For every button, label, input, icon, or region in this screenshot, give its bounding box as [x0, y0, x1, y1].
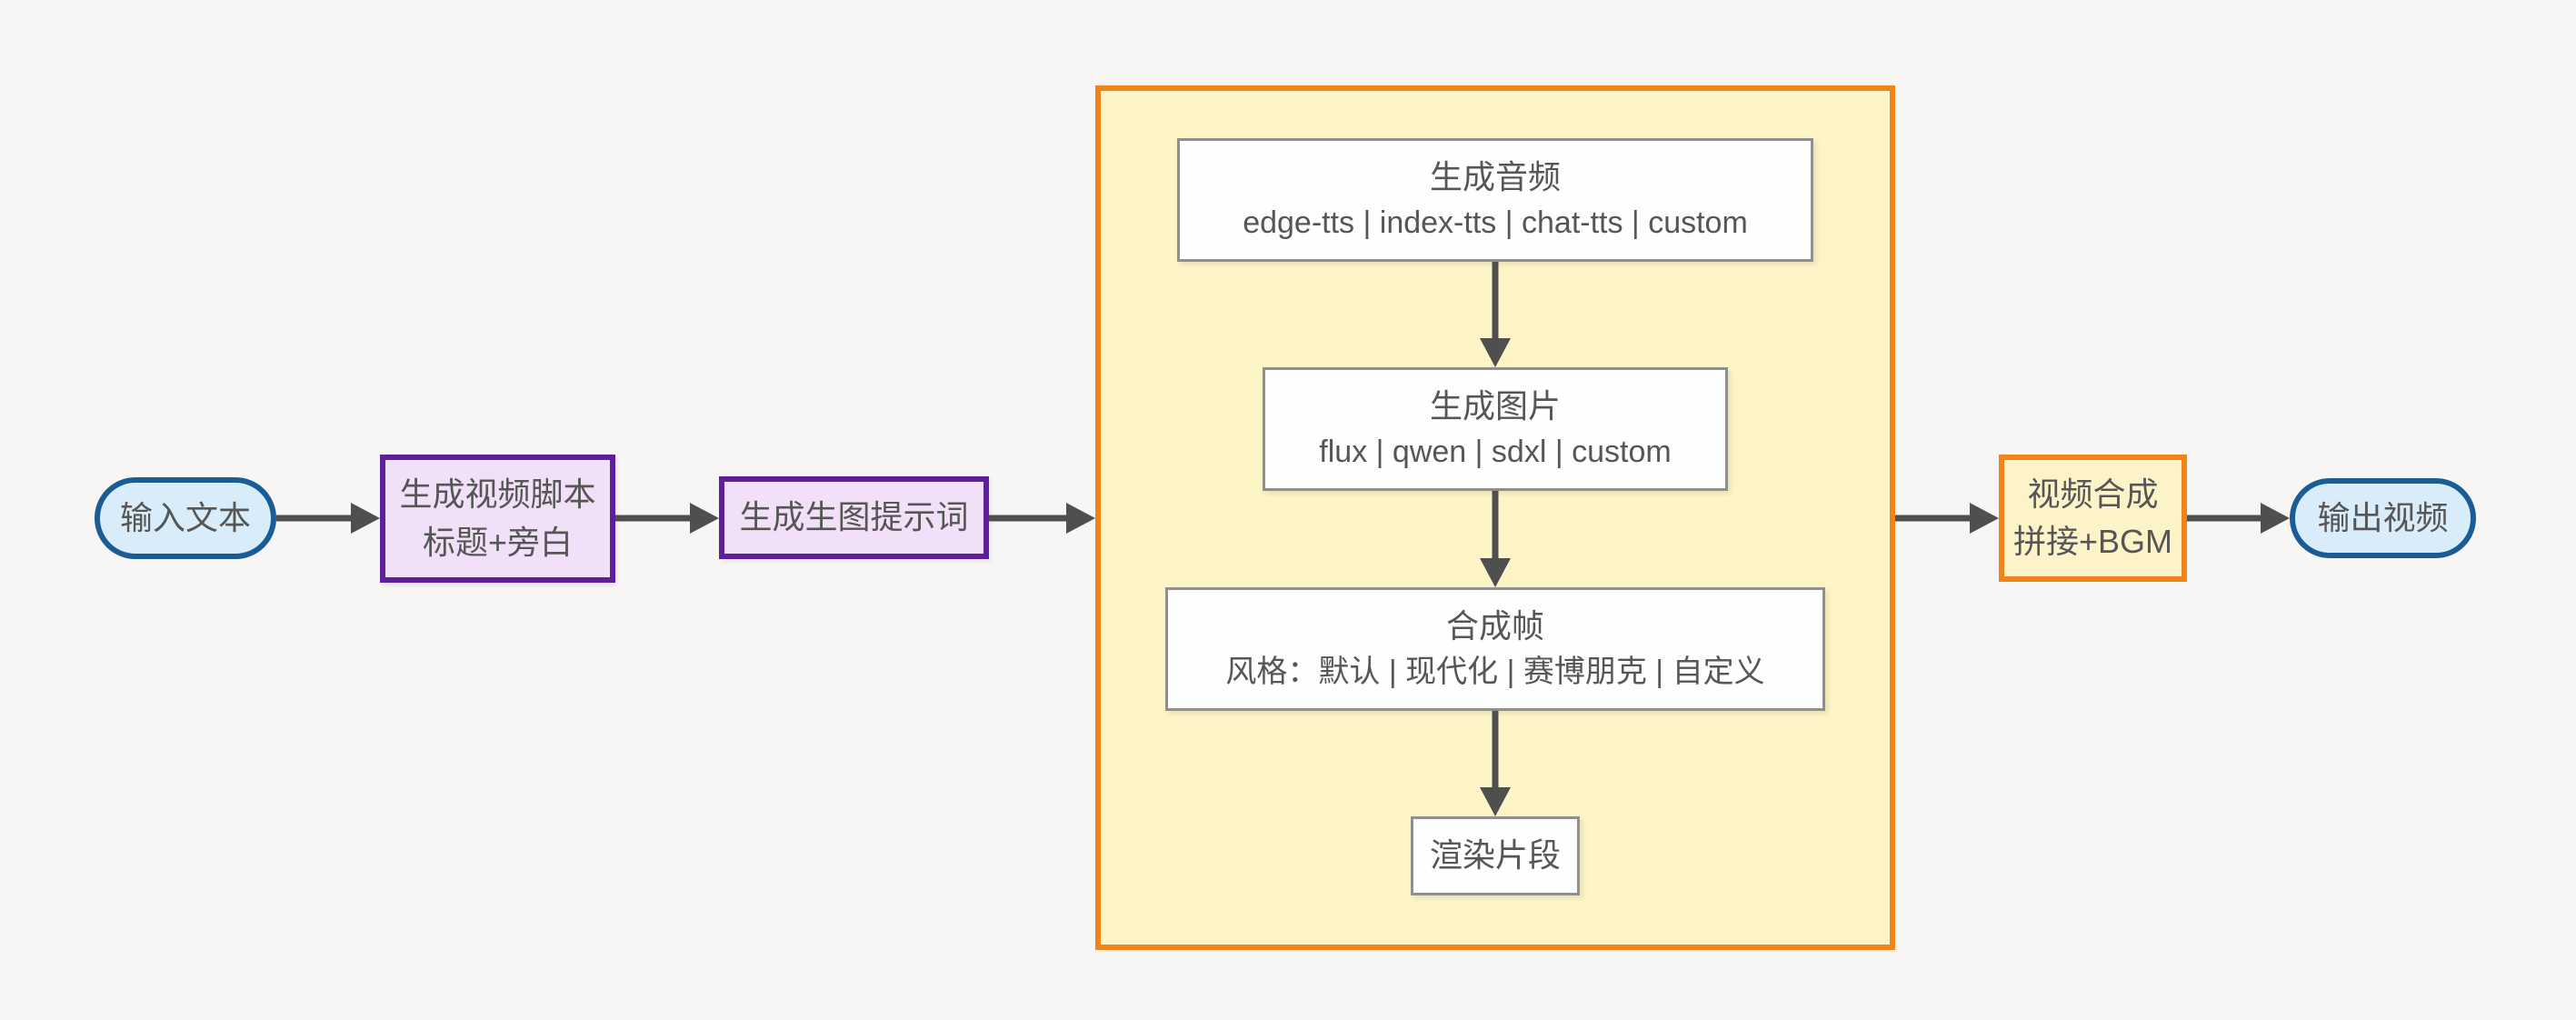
- edge-input-to-script: [276, 503, 380, 534]
- node-render-clip: 渲染片段: [1411, 816, 1580, 895]
- node-input-text: 输入文本: [95, 477, 276, 559]
- node-generate-picture-title: 生成图片: [1429, 387, 1561, 425]
- edge-group-to-compose: [1895, 503, 1999, 534]
- node-video-compose-line1: 视频合成: [2027, 475, 2159, 513]
- edge-script-to-prompt: [615, 503, 719, 534]
- edge-image-to-frame: [1480, 491, 1511, 587]
- node-input-text-label: 输入文本: [119, 498, 251, 536]
- node-generate-audio-options: edge-tts | index-tts | chat-tts | custom: [1243, 205, 1748, 241]
- node-generate-image-prompt-label: 生成生图提示词: [739, 498, 969, 536]
- node-generate-image-prompt: 生成生图提示词: [719, 476, 989, 559]
- node-compose-frame: 合成帧 风格：默认 | 现代化 | 赛博朋克 | 自定义: [1165, 587, 1825, 711]
- edge-compose-to-output: [2187, 503, 2290, 534]
- edge-frame-to-render: [1480, 711, 1511, 816]
- node-video-compose-line2: 拼接+BGM: [2012, 523, 2173, 560]
- node-output-video: 输出视频: [2290, 478, 2476, 558]
- node-video-compose: 视频合成 拼接+BGM: [1999, 455, 2187, 582]
- node-render-clip-label: 渲染片段: [1429, 836, 1561, 875]
- node-generate-picture-options: flux | qwen | sdxl | custom: [1319, 435, 1672, 470]
- node-compose-frame-options: 风格：默认 | 现代化 | 赛博朋克 | 自定义: [1225, 655, 1765, 690]
- node-output-video-label: 输出视频: [2317, 498, 2449, 536]
- edge-audio-to-image: [1480, 262, 1511, 367]
- node-generate-script: 生成视频脚本 标题+旁白: [380, 455, 615, 583]
- edge-prompt-to-group: [989, 503, 1095, 534]
- node-generate-audio-title: 生成音频: [1429, 158, 1561, 196]
- node-generate-picture: 生成图片 flux | qwen | sdxl | custom: [1263, 367, 1728, 491]
- node-generate-script-line1: 生成视频脚本: [399, 475, 596, 514]
- node-generate-script-line2: 标题+旁白: [422, 523, 574, 561]
- node-compose-frame-title: 合成帧: [1445, 607, 1544, 645]
- node-generate-audio: 生成音频 edge-tts | index-tts | chat-tts | c…: [1177, 138, 1813, 262]
